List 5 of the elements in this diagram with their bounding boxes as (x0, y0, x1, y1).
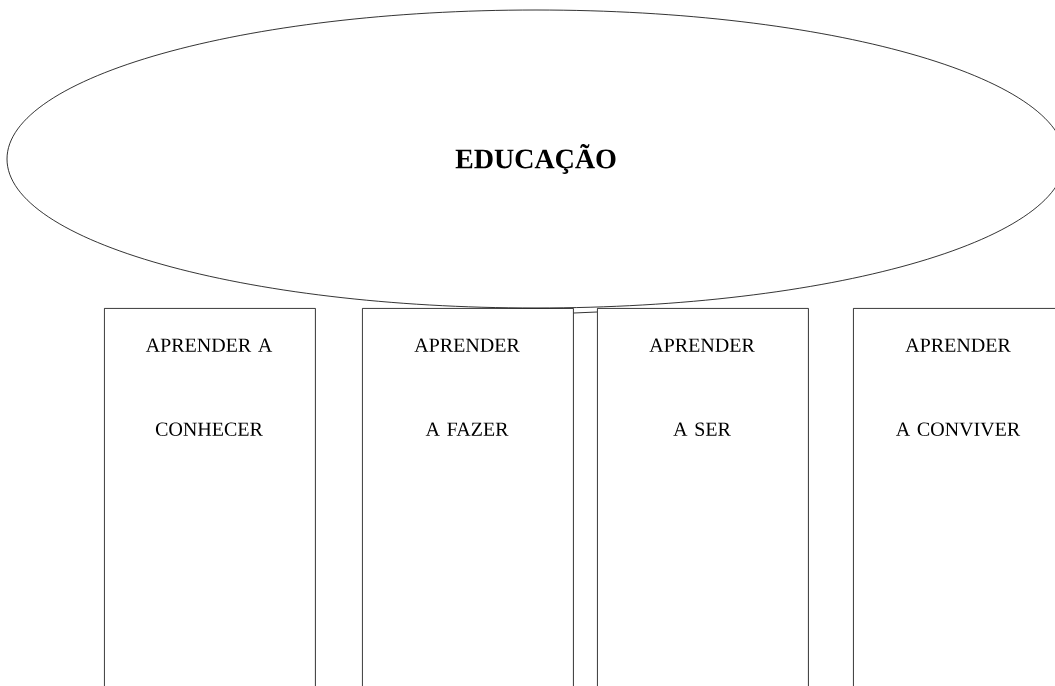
text-box: APRENDER A FAZER (362, 308, 574, 686)
text-box: APRENDER A CONHECER (104, 308, 316, 686)
text-box: APRENDER A SER (597, 308, 809, 686)
connector-line (573, 311, 598, 314)
text-box: APRENDER A CONVIVER (853, 308, 1055, 686)
